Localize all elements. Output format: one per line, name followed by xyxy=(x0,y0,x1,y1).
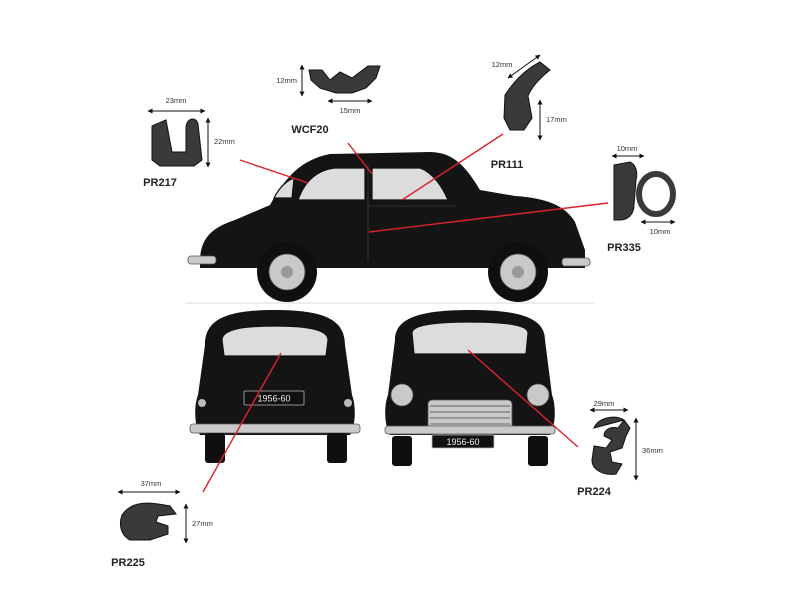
seal-pr224: 29mm 36mm PR224 xyxy=(577,399,663,498)
dimension-label-wcf20-height: 12mm xyxy=(276,76,297,85)
dimension-label-pr335-top: 10mm xyxy=(617,144,638,153)
seal-profile-pr225 xyxy=(119,502,177,541)
dimension-label-pr224-width: 29mm xyxy=(594,399,615,408)
dimension-label-pr225-width: 37mm xyxy=(141,479,162,488)
dimension-label-pr111-width: 12mm xyxy=(492,60,513,69)
dimension-label-wcf20-width: 15mm xyxy=(340,106,361,115)
dimension-label-pr217-width: 23mm xyxy=(166,96,187,105)
seal-code-pr225: PR225 xyxy=(111,557,145,569)
car-rear-view: 1956-60 xyxy=(189,310,361,463)
dimension-label-pr111-height: 17mm xyxy=(546,115,567,124)
seal-code-pr335: PR335 xyxy=(607,242,641,254)
dimension-line-pr111-width xyxy=(507,54,541,79)
leader-line-pr217 xyxy=(239,159,309,184)
leader-line-pr225 xyxy=(202,352,282,493)
seal-profile-pr111 xyxy=(503,61,551,131)
seal-code-pr111: PR111 xyxy=(491,159,523,171)
seal-wcf20: 12mm 15mm WCF20 xyxy=(276,64,381,136)
leader-line-pr111 xyxy=(401,133,504,201)
seal-profile-pr224 xyxy=(591,416,631,475)
leader-lines xyxy=(202,133,609,493)
seal-code-pr217: PR217 xyxy=(143,177,177,189)
rear-plate-text: 1956-60 xyxy=(257,394,290,404)
car-front-view: 1956-60 xyxy=(384,310,556,466)
seal-pr217: 23mm 22mm PR217 xyxy=(143,96,235,189)
leader-line-pr224 xyxy=(467,349,579,448)
dimension-label-pr335-bottom: 10mm xyxy=(650,227,671,236)
seal-profile-wcf20 xyxy=(308,65,381,94)
seal-pr335: 10mm 10mm PR335 xyxy=(607,144,676,254)
dimension-label-pr225-height: 27mm xyxy=(192,519,213,528)
seal-profile-pr335 xyxy=(613,161,638,221)
front-plate-text: 1956-60 xyxy=(446,437,479,447)
seal-code-pr224: PR224 xyxy=(577,486,612,498)
leader-line-pr335 xyxy=(368,202,609,233)
leader-line-wcf20 xyxy=(347,142,373,175)
seal-code-wcf20: WCF20 xyxy=(291,124,328,136)
seal-pr225: 37mm 27mm PR225 xyxy=(111,479,213,569)
seal-pr111: 12mm 17mm PR111 xyxy=(491,54,567,171)
dimension-label-pr217-height: 22mm xyxy=(214,137,235,146)
dimension-label-pr224-height: 36mm xyxy=(642,446,663,455)
car-side-view xyxy=(185,152,595,304)
seal-profile-pr217 xyxy=(151,118,203,167)
seal-bulb-pr335 xyxy=(636,171,676,217)
